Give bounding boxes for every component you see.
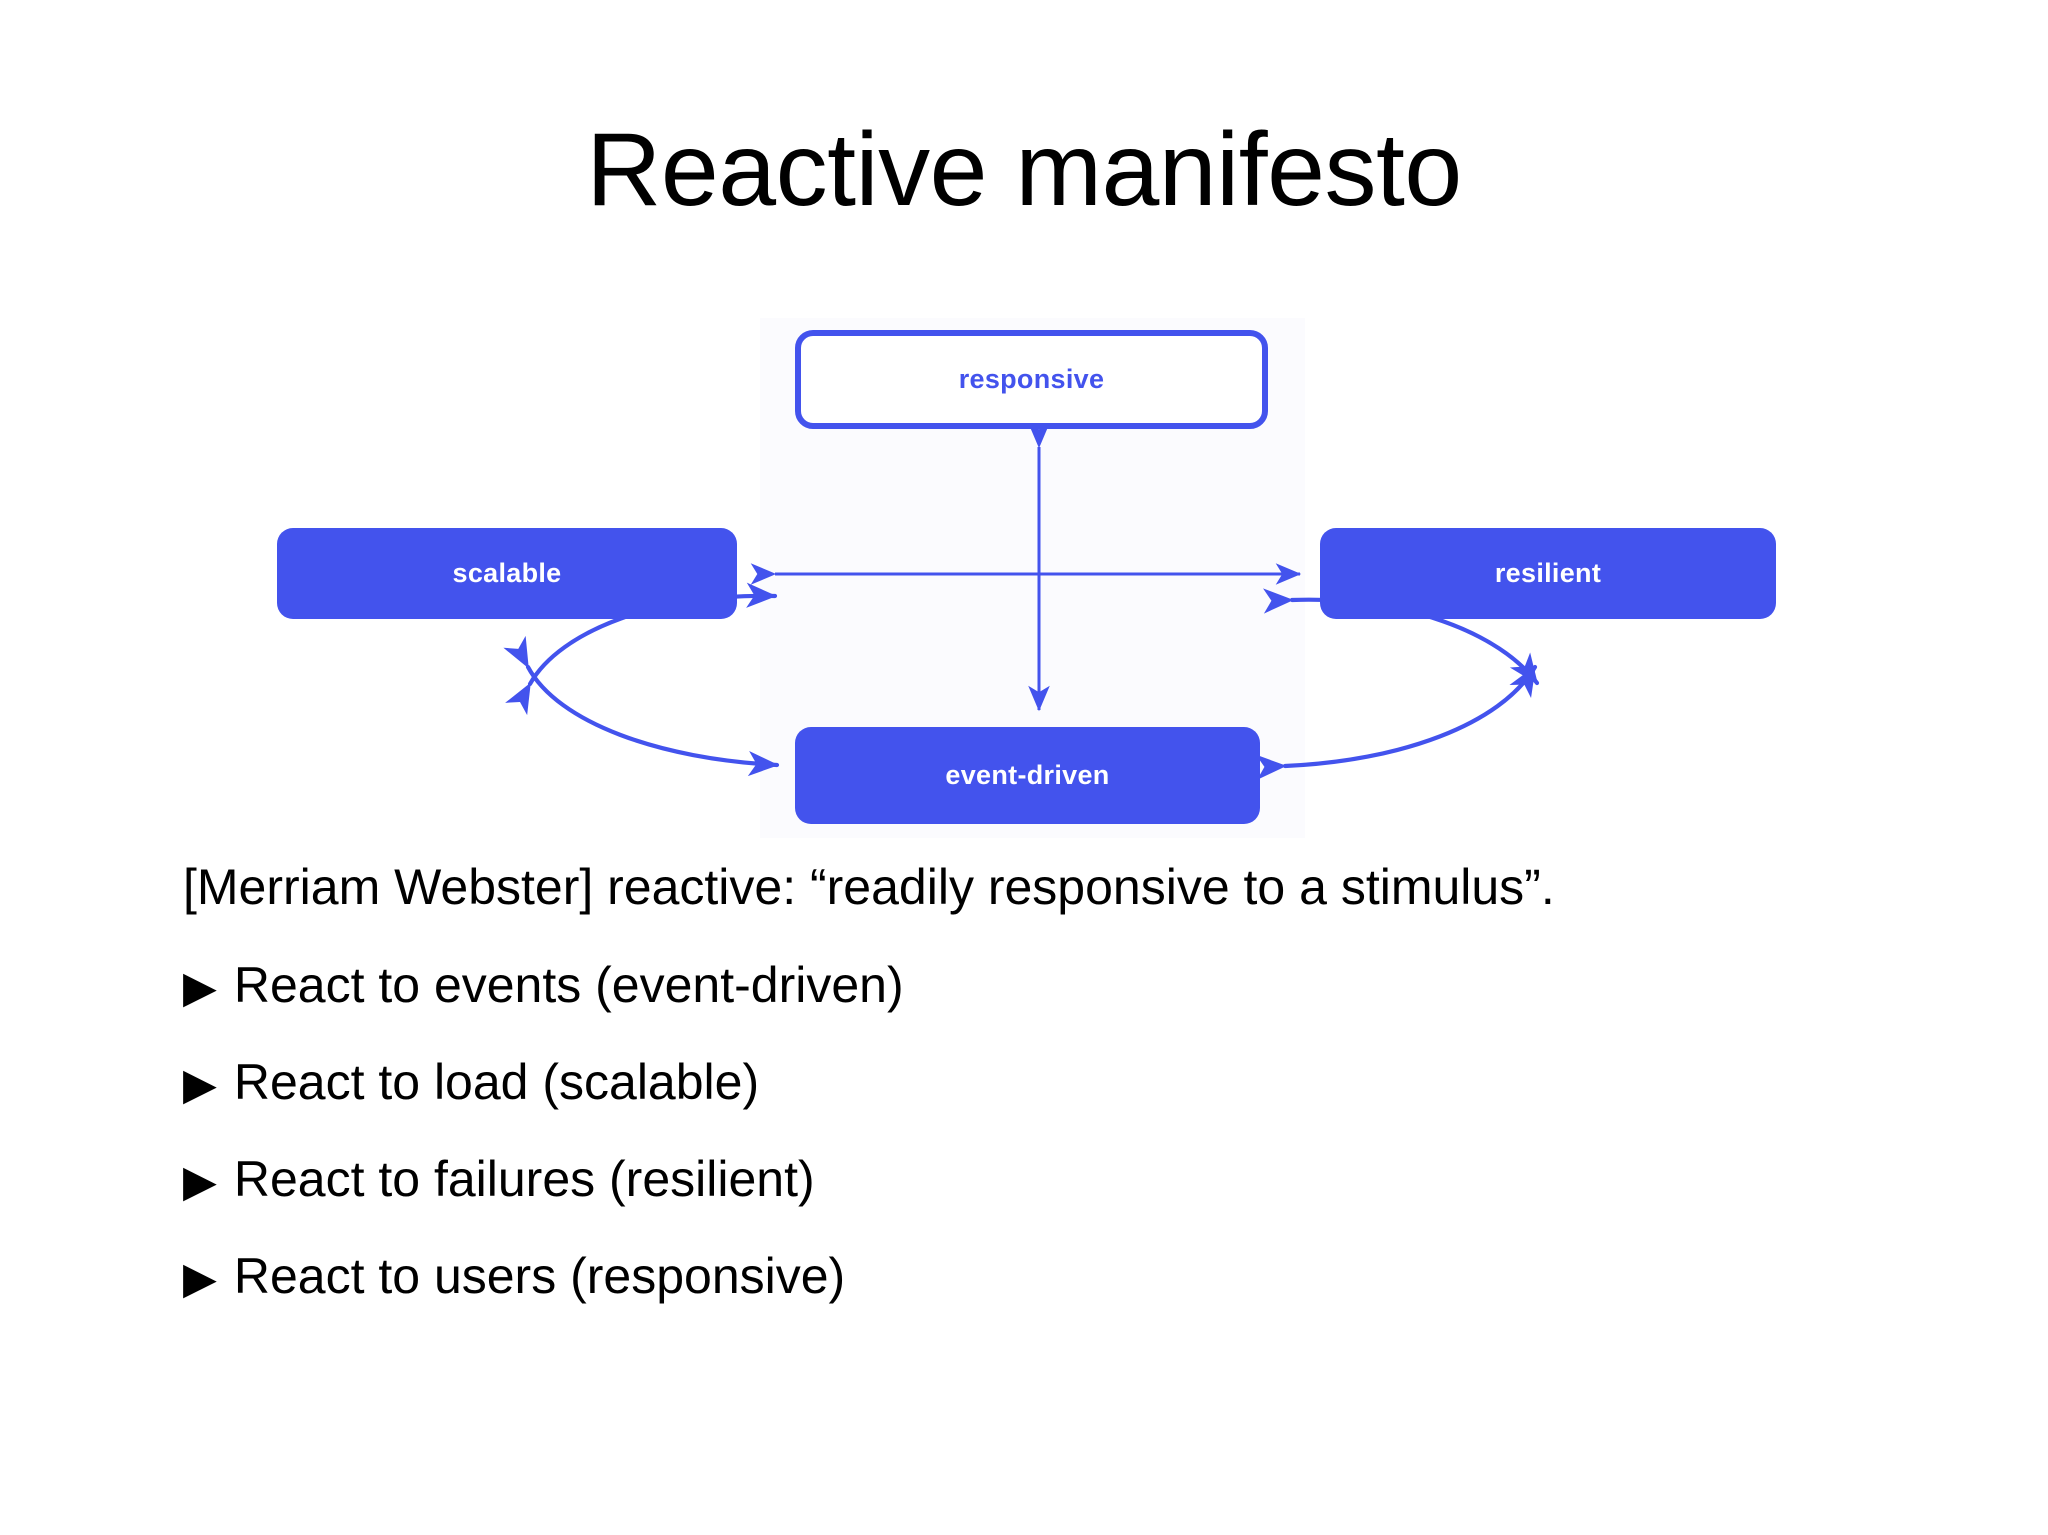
triangle-right-icon: ▶ [183, 1254, 217, 1303]
definition-line: [Merriam Webster] reactive: “readily res… [183, 859, 1555, 915]
diagram-node-scalable[interactable]: scalable [277, 528, 737, 619]
connector-scalable-eventdriven [503, 635, 780, 777]
connector-eventdriven-resilient [1255, 664, 1538, 780]
list-item-label: React to users (responsive) [233, 1248, 846, 1304]
diagram-node-responsive[interactable]: responsive [795, 330, 1268, 429]
body-content: [Merriam Webster] reactive: “readily res… [183, 862, 1943, 1348]
diagram-node-event-driven[interactable]: event-driven [795, 727, 1260, 824]
list-item-label: React to events (event-driven) [233, 957, 904, 1013]
diagram-node-scalable-label: scalable [452, 558, 562, 588]
diagram-node-responsive-label: responsive [958, 364, 1105, 394]
reactive-manifesto-diagram: responsive scalable resilient event-driv… [0, 300, 2048, 845]
list-item: ▶ React to events (event-driven) [183, 960, 1943, 1010]
triangle-right-icon: ▶ [183, 963, 217, 1012]
list-item: ▶ React to load (scalable) [183, 1057, 1943, 1107]
list-item: ▶ React to failures (resilient) [183, 1154, 1943, 1204]
list-item-label: React to load (scalable) [233, 1054, 760, 1110]
diagram-node-resilient-label: resilient [1494, 558, 1602, 588]
page-title: Reactive manifesto [586, 112, 1462, 228]
triangle-right-icon: ▶ [183, 1157, 217, 1206]
list-item-label: React to failures (resilient) [233, 1151, 815, 1207]
list-item: ▶ React to users (responsive) [183, 1251, 1943, 1301]
diagram-node-resilient[interactable]: resilient [1320, 528, 1776, 619]
diagram-node-event-driven-label: event-driven [945, 760, 1110, 790]
triangle-right-icon: ▶ [183, 1060, 217, 1109]
